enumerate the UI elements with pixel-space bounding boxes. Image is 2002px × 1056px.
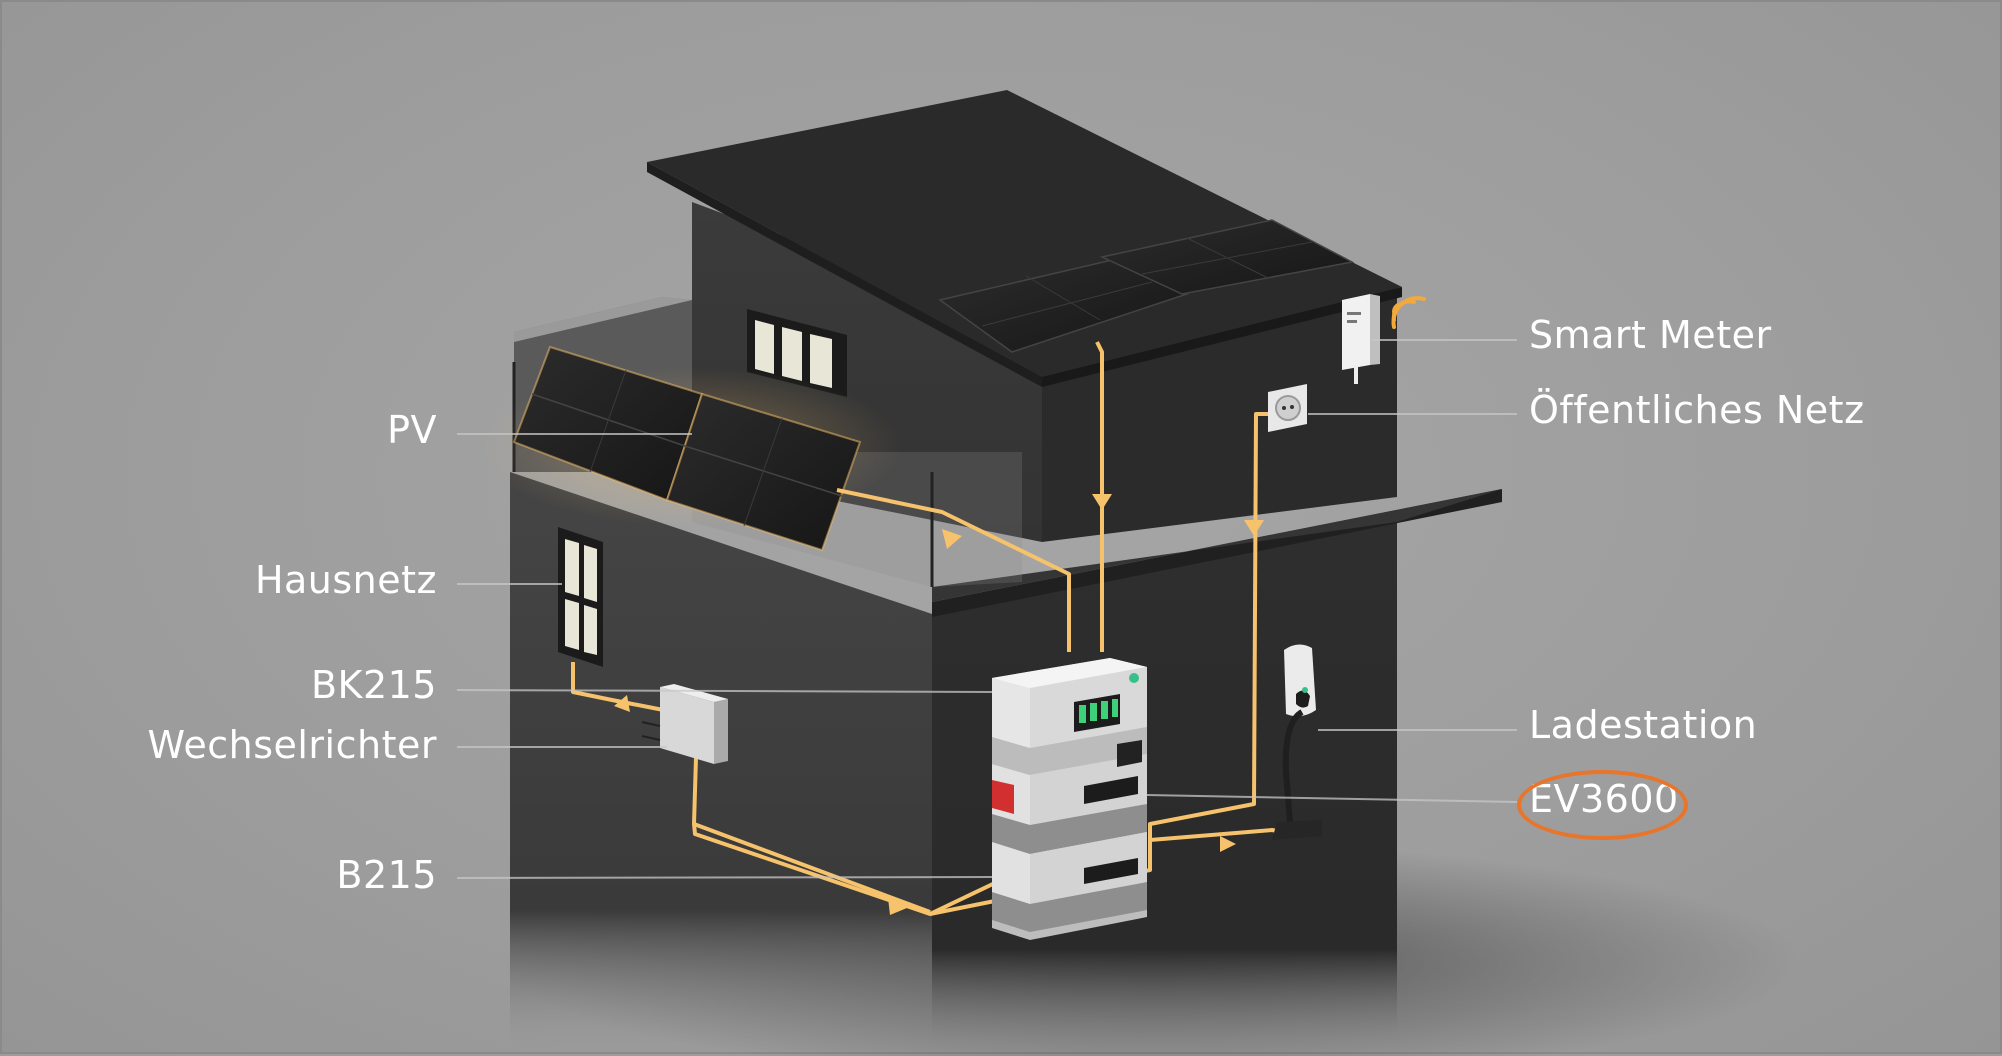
battery-stack (992, 658, 1147, 940)
balcony-top-edge (514, 297, 692, 342)
power-socket-icon (1268, 384, 1307, 432)
roof-edge-front (647, 162, 1042, 387)
lower-floor-front-wall (510, 472, 932, 1056)
balcony-floor (932, 489, 1502, 602)
smart-meter-device (1342, 294, 1380, 384)
ev-charger-icon (1272, 644, 1322, 840)
highlight-ring (1517, 770, 1688, 840)
balcony-solar-panels (482, 345, 902, 552)
label-oeffentliches-netz: Öffentliches Netz (1529, 388, 1865, 432)
label-wechselrichter: Wechselrichter (147, 723, 437, 767)
label-pv: PV (387, 408, 437, 452)
leader-lines (456, 339, 1518, 879)
label-hausnetz: Hausnetz (254, 558, 437, 602)
roof-solar-panels (938, 219, 1355, 353)
label-smart-meter: Smart Meter (1529, 313, 1772, 357)
flow-arrows (614, 494, 1264, 915)
label-bk215: BK215 (310, 663, 437, 707)
roof-edge-side (1042, 287, 1402, 387)
label-ladestation: Ladestation (1529, 703, 1758, 747)
inverter-device (641, 684, 728, 764)
wifi-icon (1391, 296, 1426, 329)
lower-window (558, 527, 603, 667)
roof (647, 90, 1402, 377)
label-b215: B215 (336, 853, 437, 897)
